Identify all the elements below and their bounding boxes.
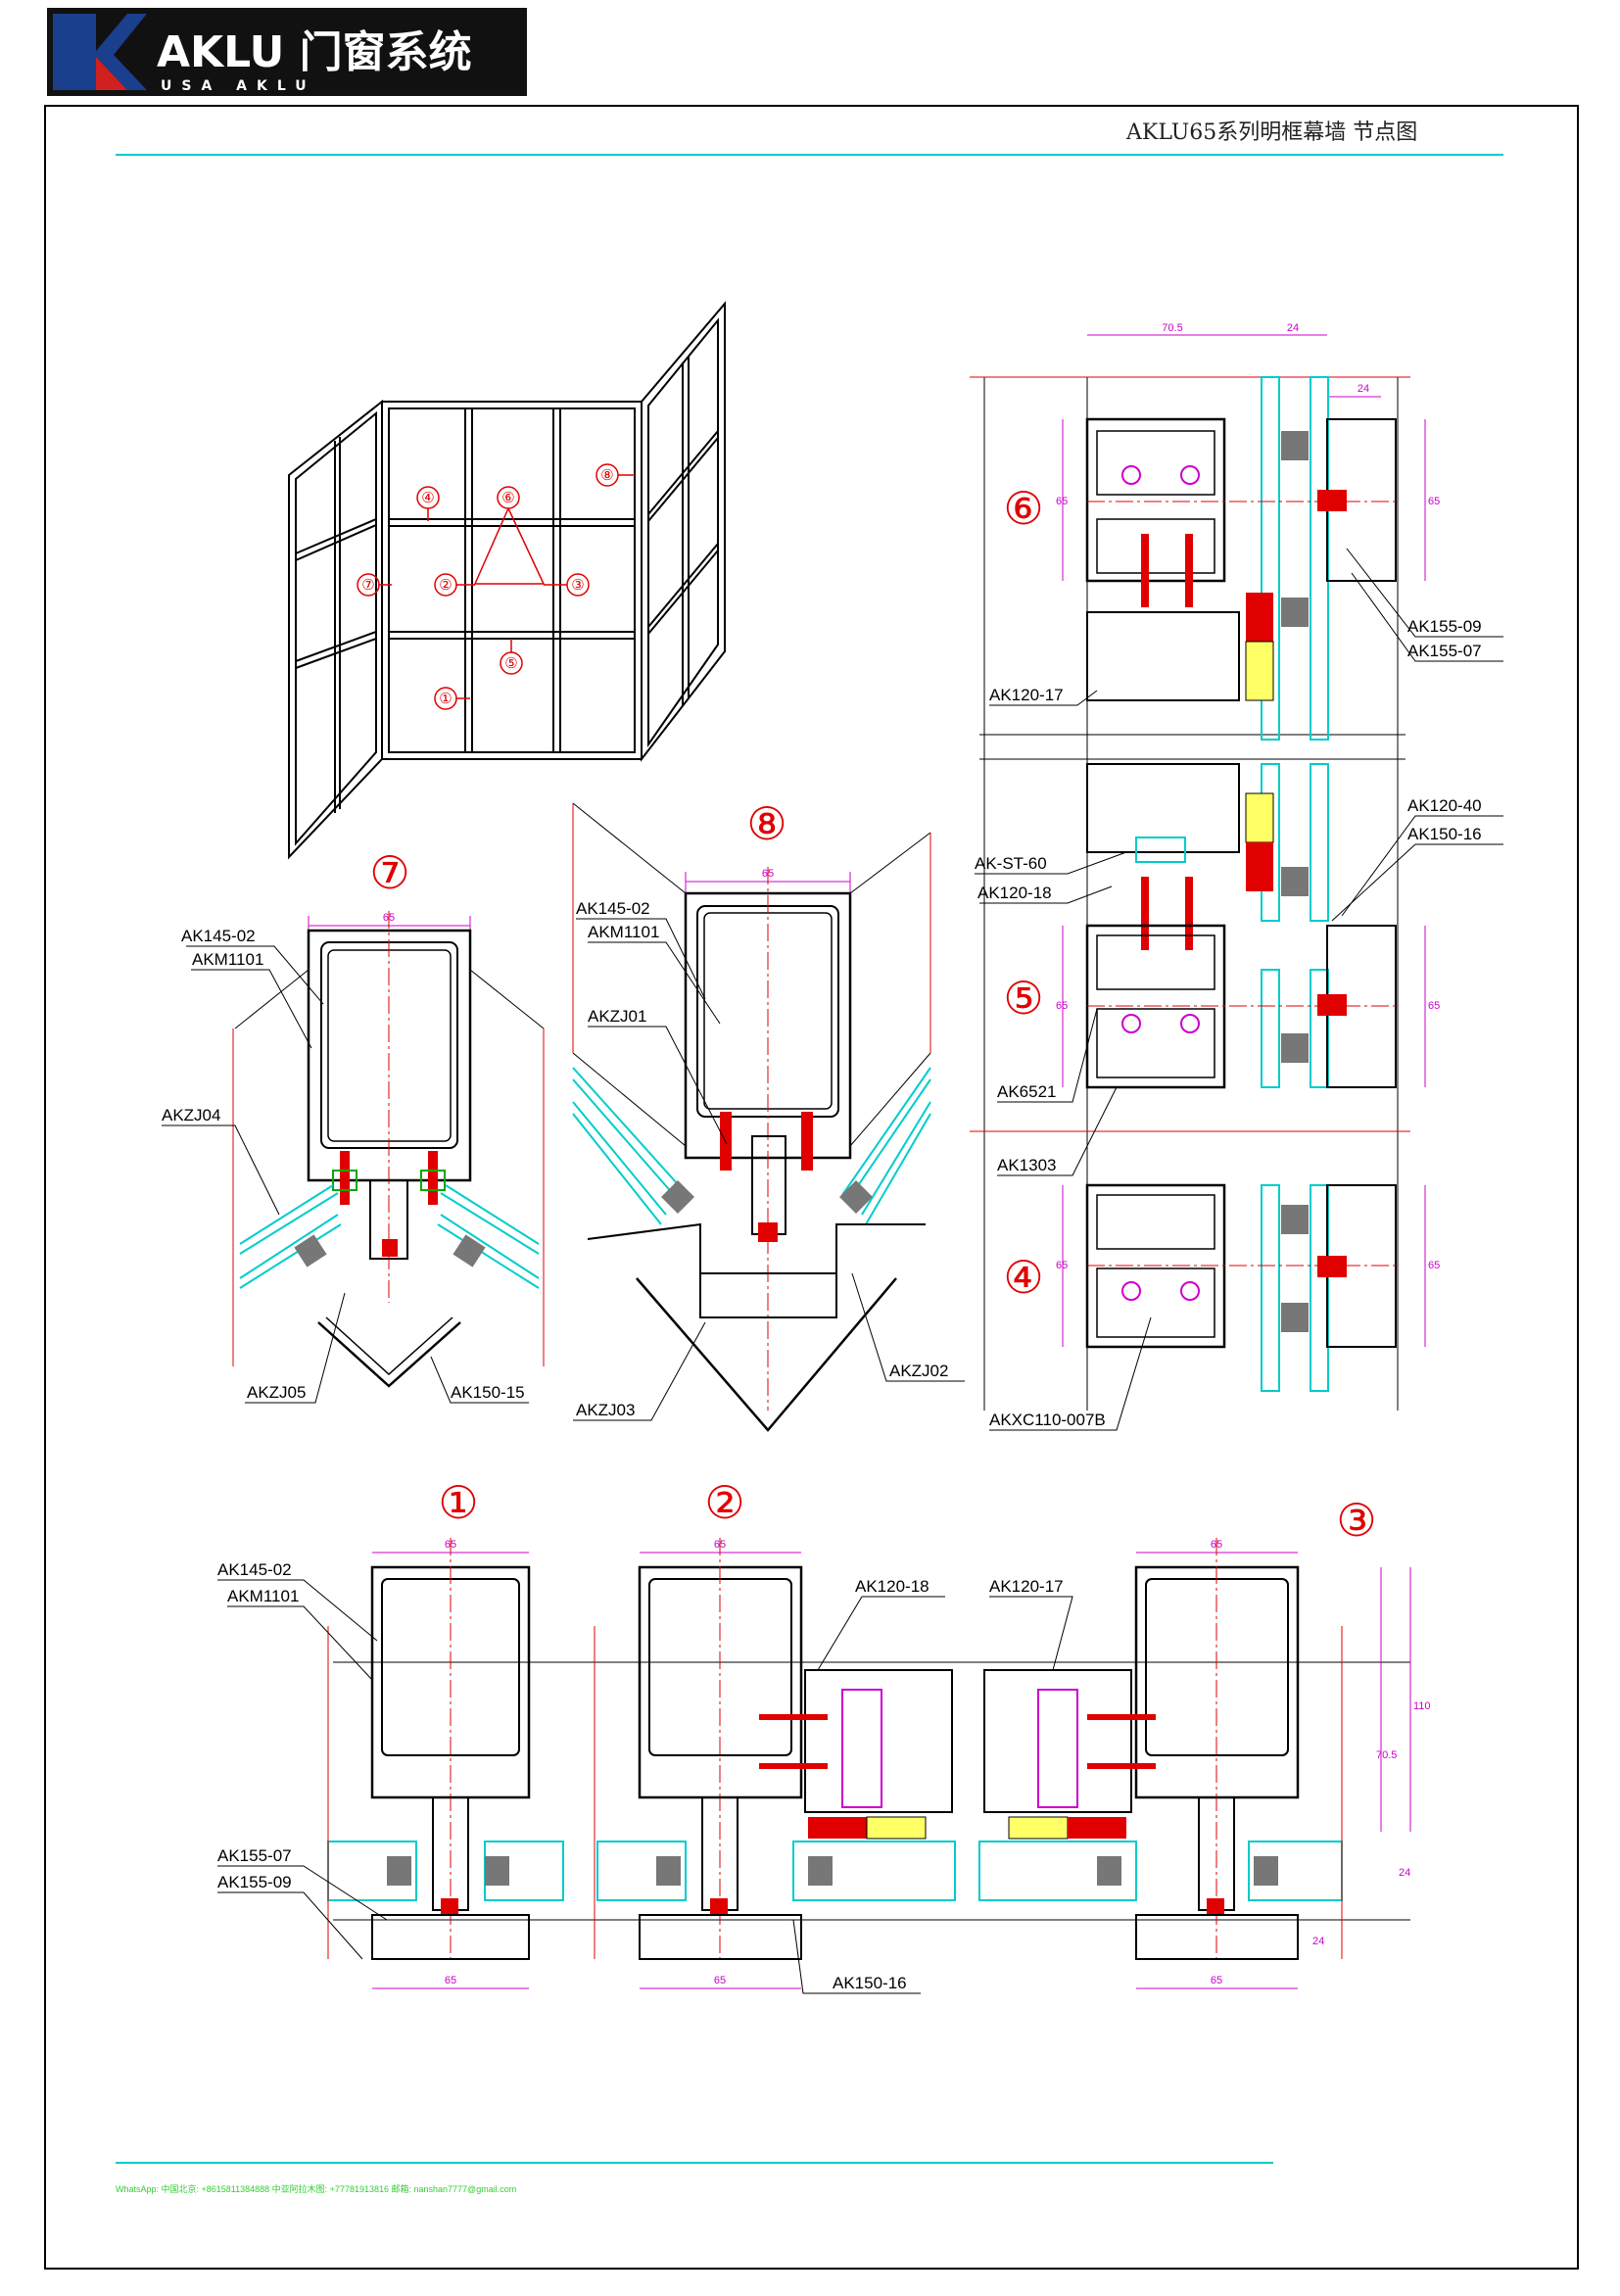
svg-text:AK155-07: AK155-07 [217, 1846, 292, 1865]
svg-text:AKM1101: AKM1101 [227, 1587, 299, 1605]
svg-text:70.5: 70.5 [1162, 322, 1182, 334]
logo: AKLU 门窗系统 USA AKLU [47, 8, 527, 96]
logo-k-accent [96, 57, 127, 90]
svg-text:AKZJ03: AKZJ03 [576, 1401, 635, 1419]
svg-text:65: 65 [1056, 496, 1068, 507]
svg-text:70.5: 70.5 [1376, 1749, 1397, 1761]
svg-text:AKZJ05: AKZJ05 [247, 1383, 306, 1402]
svg-text:65: 65 [1211, 1975, 1222, 1986]
svg-text:65: 65 [1056, 1000, 1068, 1012]
marker-1: ① [439, 691, 452, 707]
svg-text:AK120-18: AK120-18 [855, 1577, 929, 1596]
svg-text:AK150-15: AK150-15 [451, 1383, 525, 1402]
section-7: ⑦ 65 [162, 847, 545, 1404]
svg-text:AK120-18: AK120-18 [977, 884, 1052, 902]
marker-2: ② [439, 577, 452, 594]
marker-3: ③ [571, 577, 584, 594]
svg-text:④: ④ [1003, 1252, 1043, 1303]
svg-text:AK150-16: AK150-16 [1407, 825, 1482, 843]
section-8-number: ⑧ [746, 798, 786, 849]
svg-text:①: ① [438, 1477, 478, 1528]
marker-7: ⑦ [361, 577, 374, 594]
sheet-title: AKLU65系列明框幕墙 节点图 [1125, 120, 1417, 145]
svg-text:AK120-40: AK120-40 [1407, 796, 1482, 815]
svg-text:65: 65 [1056, 1260, 1068, 1271]
marker-5: ⑤ [504, 655, 517, 672]
svg-text:AK155-07: AK155-07 [1407, 642, 1482, 660]
elevation-markers [357, 463, 635, 710]
sheet-border [44, 105, 1579, 2270]
svg-text:③: ③ [1336, 1495, 1376, 1546]
section-8: ⑧ 65 [572, 798, 965, 1432]
svg-text:AKM1101: AKM1101 [588, 923, 659, 941]
svg-text:24: 24 [1358, 383, 1369, 395]
logo-text: AKLU 门窗系统 [157, 27, 472, 77]
elevation-marker-labels: ④ ⑥ ⑦ ② ③ ⑤ ① ⑧ [361, 467, 613, 707]
svg-text:②: ② [704, 1477, 744, 1528]
svg-text:AK1303: AK1303 [997, 1156, 1057, 1174]
svg-text:65: 65 [1428, 1260, 1440, 1271]
svg-text:AKZJ02: AKZJ02 [889, 1362, 948, 1380]
svg-text:⑥: ⑥ [1003, 483, 1043, 534]
svg-text:65: 65 [714, 1975, 726, 1986]
svg-text:AK145-02: AK145-02 [217, 1560, 292, 1579]
svg-text:65: 65 [445, 1975, 456, 1986]
logo-k-mark [53, 14, 147, 90]
marker-6: ⑥ [501, 490, 514, 506]
svg-text:AK-ST-60: AK-ST-60 [975, 854, 1047, 873]
svg-text:24: 24 [1287, 322, 1299, 334]
svg-text:AKZJ01: AKZJ01 [588, 1007, 646, 1026]
svg-text:AK145-02: AK145-02 [576, 899, 650, 918]
vertical-sections: 70.5 24 24 ⑥ [970, 322, 1503, 1431]
svg-text:24: 24 [1399, 1867, 1410, 1879]
svg-text:110: 110 [1413, 1700, 1431, 1712]
svg-text:AK145-02: AK145-02 [181, 927, 256, 945]
svg-text:AKZJ04: AKZJ04 [162, 1106, 220, 1124]
footer-contact: WhatsApp: 中国北京: +8615811384888 中亚阿拉木图: +… [116, 2183, 516, 2194]
marker-8: ⑧ [600, 467, 613, 484]
svg-text:AK120-17: AK120-17 [989, 686, 1064, 704]
svg-text:65: 65 [1428, 1000, 1440, 1012]
svg-text:AK155-09: AK155-09 [1407, 617, 1482, 636]
elevation-view [288, 301, 726, 860]
section-7-number: ⑦ [369, 847, 409, 898]
horizontal-sections: ① 65 65 AK145-02 AKM1101 AK155-07 AK155-… [217, 1477, 1431, 1994]
svg-text:AK6521: AK6521 [997, 1082, 1057, 1101]
svg-text:AKXC110-007B: AKXC110-007B [989, 1411, 1106, 1429]
logo-subtext: USA AKLU [161, 78, 316, 94]
svg-text:65: 65 [1428, 496, 1440, 507]
svg-text:AKM1101: AKM1101 [192, 950, 263, 969]
marker-4: ④ [421, 490, 434, 506]
svg-text:AK150-16: AK150-16 [833, 1974, 907, 1992]
svg-text:24: 24 [1312, 1936, 1324, 1947]
svg-text:⑤: ⑤ [1003, 973, 1043, 1024]
svg-text:AK155-09: AK155-09 [217, 1873, 292, 1891]
svg-text:AK120-17: AK120-17 [989, 1577, 1064, 1596]
